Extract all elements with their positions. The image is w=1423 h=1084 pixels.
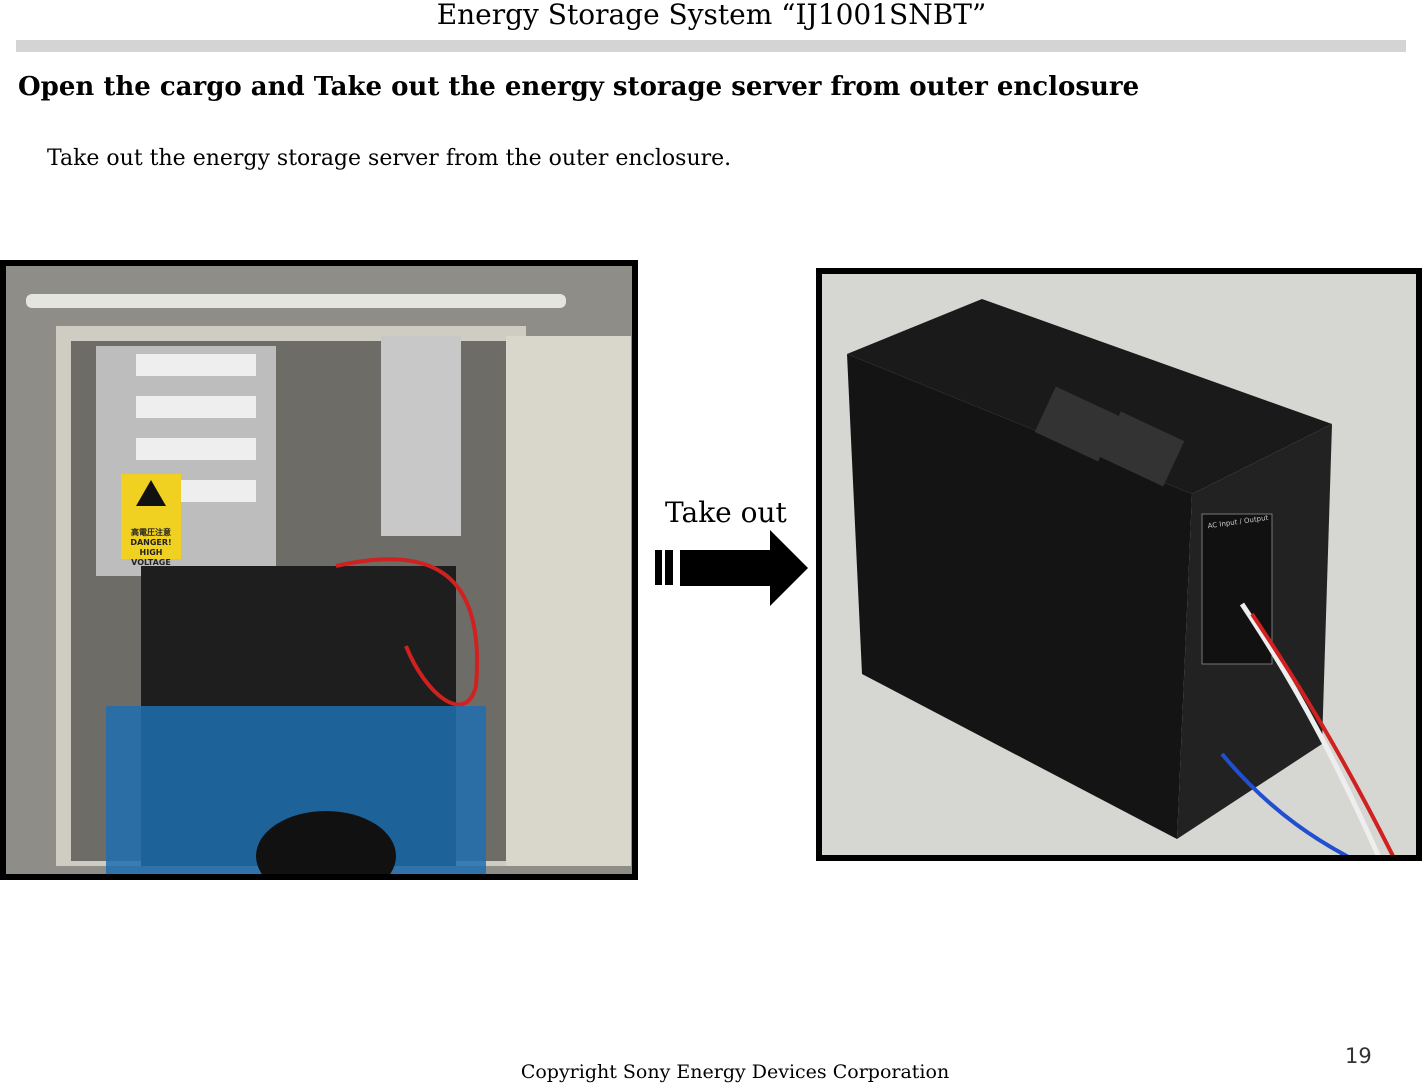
page-number: 19 (1345, 1044, 1372, 1068)
photo-server-unit: AC Input / Output (816, 268, 1422, 861)
arrow-label: Take out (665, 496, 787, 529)
header-bar (16, 40, 1406, 52)
high-voltage-sign-text: 高電圧注意 DANGER! HIGH VOLTAGE (130, 528, 172, 567)
page-title: Energy Storage System “IJ1001SNBT” (436, 0, 987, 31)
right-arrow-icon (652, 528, 812, 612)
copyright-footer: Copyright Sony Energy Devices Corporatio… (520, 1061, 950, 1083)
body-text: Take out the energy storage server from … (47, 146, 732, 171)
section-heading: Open the cargo and Take out the energy s… (18, 72, 1140, 102)
photo-outer-enclosure: 高電圧注意 DANGER! HIGH VOLTAGE (0, 260, 638, 880)
